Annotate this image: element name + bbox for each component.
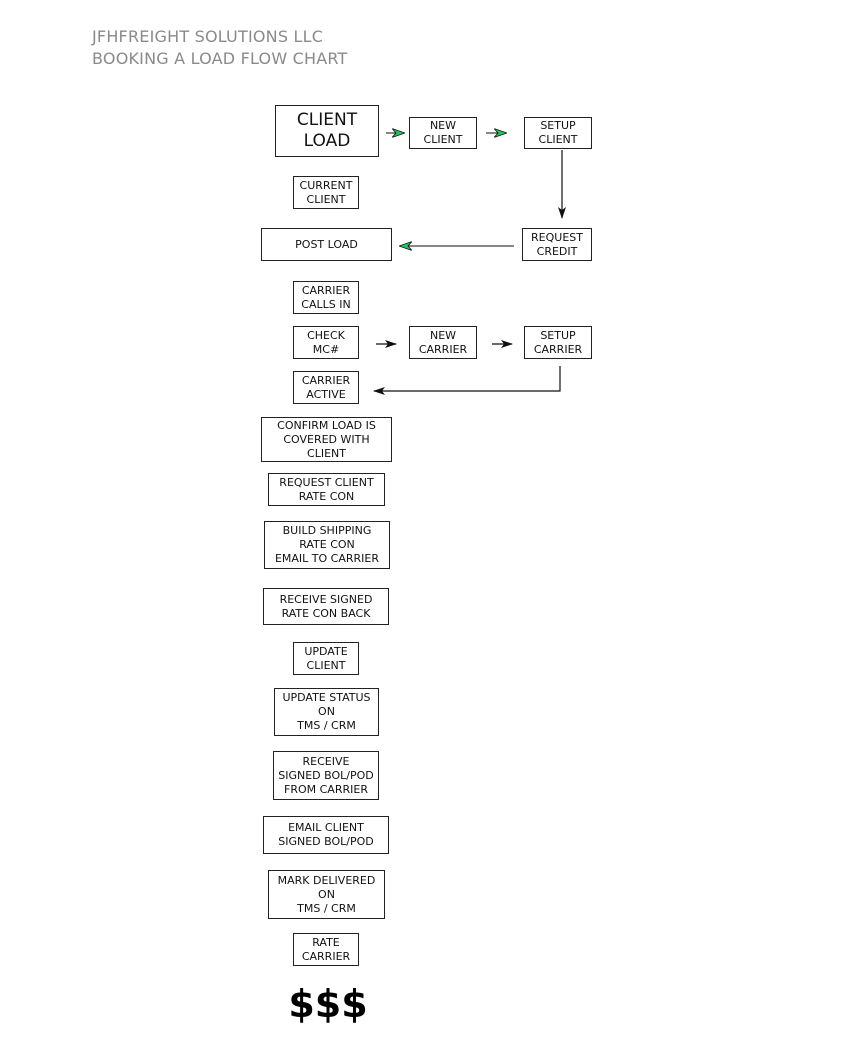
node-client-load: CLIENT LOAD xyxy=(275,105,379,157)
node-mark-delivered: MARK DELIVERED ON TMS / CRM xyxy=(268,870,385,919)
money-symbol: $$$ xyxy=(288,982,368,1026)
node-receive-signed-rate: RECEIVE SIGNED RATE CON BACK xyxy=(263,588,389,625)
node-confirm-load: CONFIRM LOAD IS COVERED WITH CLIENT xyxy=(261,417,392,462)
node-new-client: NEW CLIENT xyxy=(409,117,477,149)
chart-title: BOOKING A LOAD FLOW CHART xyxy=(92,49,348,68)
node-post-load: POST LOAD xyxy=(261,228,392,261)
node-check-mc: CHECK MC# xyxy=(293,326,359,359)
node-setup-client: SETUP CLIENT xyxy=(524,117,592,149)
node-setup-carrier: SETUP CARRIER xyxy=(524,326,592,359)
node-update-status: UPDATE STATUS ON TMS / CRM xyxy=(274,688,379,736)
node-rate-carrier: RATE CARRIER xyxy=(293,933,359,966)
node-current-client: CURRENT CLIENT xyxy=(293,176,359,209)
node-build-shipping: BUILD SHIPPING RATE CON EMAIL TO CARRIER xyxy=(264,521,390,569)
node-carrier-calls-in: CARRIER CALLS IN xyxy=(293,281,359,314)
node-new-carrier: NEW CARRIER xyxy=(409,326,477,359)
node-request-rate-con: REQUEST CLIENT RATE CON xyxy=(268,473,385,506)
node-carrier-active: CARRIER ACTIVE xyxy=(293,371,359,404)
arrow-setup-carrier-to-carrier-active xyxy=(373,366,561,395)
node-request-credit: REQUEST CREDIT xyxy=(522,228,592,261)
page-header: JFHFREIGHT SOLUTIONS LLC BOOKING A LOAD … xyxy=(92,26,348,70)
node-email-client-bol: EMAIL CLIENT SIGNED BOL/POD xyxy=(263,816,389,854)
node-update-client: UPDATE CLIENT xyxy=(293,642,359,675)
company-name: JFHFREIGHT SOLUTIONS LLC xyxy=(92,27,324,46)
node-receive-bol: RECEIVE SIGNED BOL/POD FROM CARRIER xyxy=(273,751,379,800)
